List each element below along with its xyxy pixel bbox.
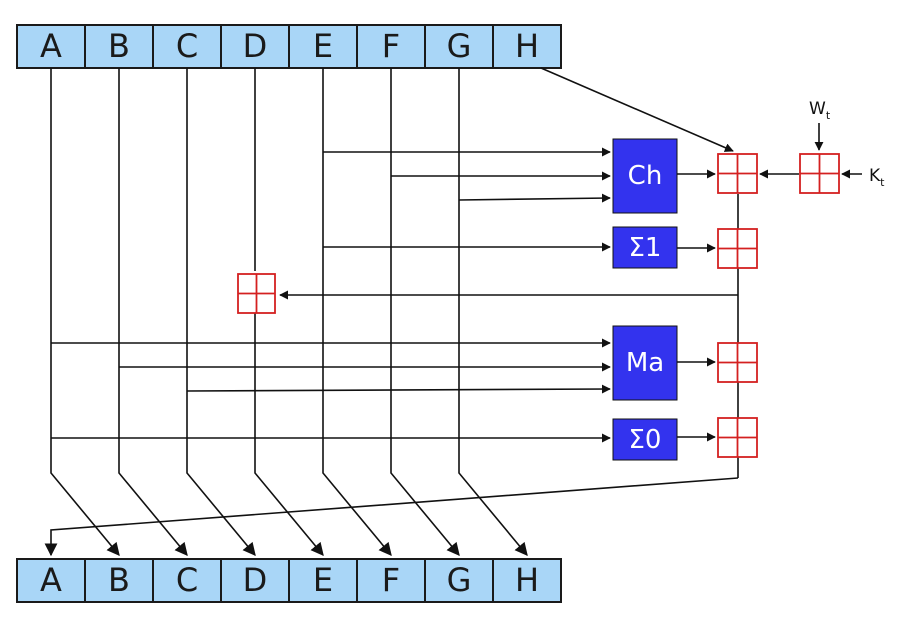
top-register-f: F [356,24,426,69]
wire-c-to-d [186,68,256,557]
top-register-b-label: B [108,27,130,65]
top-register-h: H [492,24,562,69]
w-input-base: W [809,99,826,119]
bottom-register-b-label: B [108,561,130,599]
k-input-subscript: t [880,176,885,189]
adder-d [237,273,276,314]
top-register-b: B [84,24,154,69]
adder-sigma0 [717,417,758,458]
top-register-a: A [16,24,86,69]
adder-sigma1 [717,228,758,269]
k-input-label: Kt [869,166,885,189]
sigma0-function-label: Σ0 [629,425,662,455]
top-register-e-label: E [313,27,333,65]
bottom-register-a-label: A [40,561,62,599]
top-register-e: E [288,24,358,69]
bottom-registers: A B C D E F G H [16,558,562,603]
bottom-register-e-label: E [313,561,333,599]
top-register-g-label: G [447,27,472,65]
bottom-register-c-label: C [176,561,198,599]
w-input-subscript: t [826,109,831,122]
top-registers: A B C D E F G H [16,24,562,69]
function-output-wires [677,169,716,442]
wire-g-to-h [458,68,528,557]
sigma0-function-block: Σ0 [612,418,678,461]
wire-h-to-adder [540,67,734,152]
bottom-register-d-label: D [243,561,268,599]
wire-g-to-ch [458,193,611,203]
bottom-register-c: C [152,558,222,603]
wire-a-to-b [50,68,120,557]
ma-function-label: Ma [626,348,664,378]
wire-c-to-ma [186,384,611,394]
bottom-register-f: F [356,558,426,603]
wire-feedback-to-a [44,477,739,557]
ma-function-block: Ma [612,325,678,401]
adder-h-ch [717,153,758,194]
sigma1-function-block: Σ1 [612,226,678,269]
register-wires [50,68,528,557]
adder-ma [717,342,758,383]
k-input-base: K [869,166,881,186]
ch-function-block: Ch [612,138,678,214]
function-input-wires [51,147,611,443]
bottom-register-h: H [492,558,562,603]
bottom-register-g-label: G [447,561,472,599]
top-register-c: C [152,24,222,69]
bottom-register-a: A [16,558,86,603]
top-register-g: G [424,24,494,69]
top-register-d: D [220,24,290,69]
bottom-register-d: D [220,558,290,603]
ch-function-label: Ch [628,161,663,191]
sigma1-function-label: Σ1 [629,233,662,263]
bottom-register-g: G [424,558,494,603]
w-input-label: Wt [809,99,831,122]
wire-b-to-c [118,68,188,557]
top-register-h-label: H [515,27,539,65]
top-register-f-label: F [382,27,400,65]
wire-f-to-g [390,68,460,557]
bottom-register-e: E [288,558,358,603]
top-register-d-label: D [243,27,268,65]
wire-adder-to-e [254,313,324,557]
top-register-a-label: A [40,27,62,65]
adder-w-k [799,153,840,194]
top-register-c-label: C [176,27,198,65]
bottom-register-b: B [84,558,154,603]
bottom-register-f-label: F [382,561,400,599]
bottom-register-h-label: H [515,561,539,599]
wire-e-to-f [322,68,392,557]
